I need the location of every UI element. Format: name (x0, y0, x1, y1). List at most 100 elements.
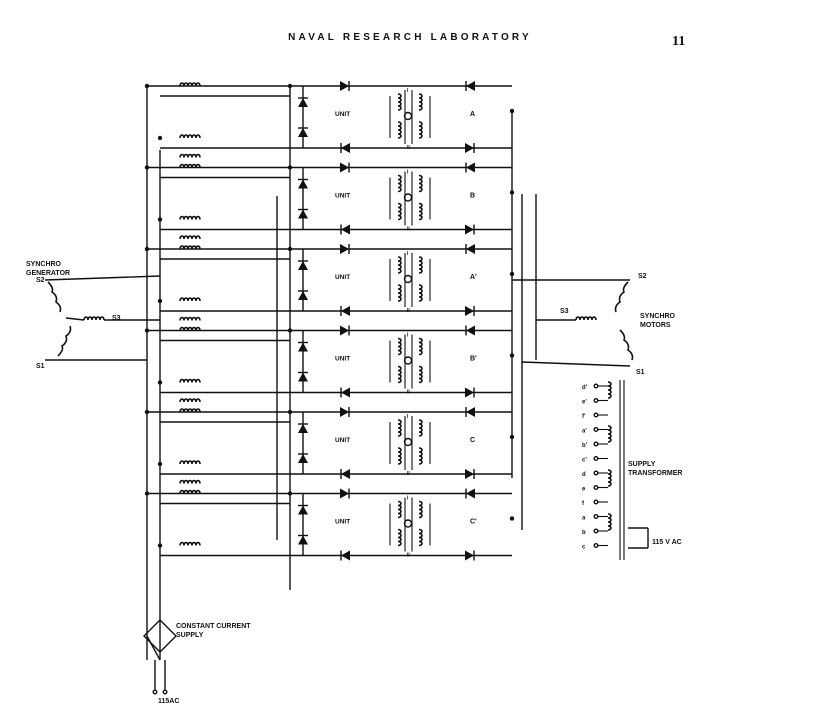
choke-coil (179, 541, 201, 546)
junction-dot (157, 543, 163, 548)
constant-current-label: CONSTANT CURRENT SUPPLY 115AC (158, 623, 251, 705)
diode-body (466, 162, 475, 173)
unit-phase-label: A (470, 111, 475, 118)
transformer-coil (418, 93, 423, 111)
junction-dot (509, 353, 515, 358)
page-header-title: NAVAL RESEARCH LABORATORY (288, 32, 532, 43)
wire (44, 275, 161, 281)
junction-dot (287, 491, 293, 496)
choke-coil (179, 326, 201, 331)
motors-terminal-s1: S1 (636, 369, 645, 376)
unit-label: UNIT (335, 111, 350, 118)
transformer-coil (418, 365, 423, 384)
junction-dot (144, 328, 150, 333)
core-node (403, 437, 413, 447)
tap-label: c (582, 545, 586, 551)
diode (340, 469, 350, 479)
diode (465, 407, 475, 417)
diode-body (465, 224, 474, 235)
unit-label: UNIT (335, 437, 350, 444)
tap-terminal (593, 528, 599, 534)
diode-body (340, 162, 349, 173)
diode (465, 244, 475, 254)
transformer-coil (397, 284, 402, 302)
choke-coil (179, 408, 201, 413)
tap-terminal (593, 398, 599, 404)
transformer-coil (607, 513, 612, 531)
motors-label-line1: SYNCHRO (640, 313, 676, 320)
diode-body (341, 143, 350, 153)
diode-body (341, 306, 350, 316)
constant-current-label-line2: SUPPLY (176, 632, 204, 639)
diode-body (466, 244, 475, 254)
generator-coil (57, 325, 72, 357)
unit-phase-label: C (470, 437, 475, 444)
diode (465, 488, 475, 499)
transformer-coil (397, 419, 402, 437)
transformer-coil (418, 256, 423, 274)
junction-dot (144, 491, 150, 496)
transformer-coil (397, 93, 402, 111)
unit-label: UNIT (335, 356, 350, 363)
winding-mark-top: I (407, 88, 409, 94)
motors-terminal-s2: S2 (638, 273, 647, 280)
choke-coil (575, 316, 597, 321)
unit-phase-label: B' (470, 356, 477, 363)
choke-coil (83, 316, 105, 321)
diode-body (341, 550, 350, 561)
tap-terminal (593, 412, 599, 418)
transformer-coil (418, 447, 423, 465)
tap-terminal (593, 427, 599, 433)
transformer-coil (397, 202, 402, 221)
diode-body (341, 387, 350, 398)
tap-terminal (593, 456, 599, 462)
motor-coil (614, 281, 629, 313)
diode-body (465, 306, 474, 316)
diode (340, 325, 350, 336)
tap-label: f' (582, 414, 586, 420)
diode (340, 306, 350, 316)
core-node (403, 356, 413, 365)
input-terminal (162, 689, 168, 695)
junction-dot (509, 190, 515, 195)
junction-dot (509, 516, 515, 521)
core-node (403, 519, 413, 528)
choke-coil (179, 460, 201, 465)
choke-coil (179, 316, 201, 321)
transformer-coil (418, 337, 423, 356)
transformer-coil (418, 500, 423, 519)
winding-mark-top: I (407, 170, 409, 176)
transformer-coil (607, 381, 612, 399)
diode-body (341, 224, 350, 235)
choke-coil (179, 245, 201, 250)
diode (465, 550, 475, 561)
junction-dot (287, 246, 293, 252)
junction-dot (157, 380, 163, 385)
unit-label: UNIT (335, 519, 350, 526)
junction-dot (509, 108, 515, 114)
unit-label: UNIT (335, 274, 350, 281)
diode (465, 143, 475, 153)
tap-label: b (582, 530, 586, 536)
diode-body (465, 387, 474, 398)
diode-body (340, 488, 349, 499)
choke-coil (179, 489, 201, 494)
diode-body (466, 488, 475, 499)
winding-mark-bottom: II (407, 227, 410, 233)
winding-mark-bottom: II (407, 145, 410, 151)
transformer-coil (418, 528, 423, 547)
winding-mark-bottom: II (407, 553, 410, 559)
diode-body (341, 469, 350, 479)
junction-dot (287, 165, 293, 170)
winding-mark-bottom: II (407, 390, 410, 396)
winding-mark-bottom: II (407, 308, 410, 314)
tap-label: e' (582, 400, 587, 406)
synchro-motors (512, 279, 634, 367)
choke-coil (179, 82, 201, 87)
tap-label: b' (582, 443, 588, 449)
diode-body (466, 407, 475, 417)
